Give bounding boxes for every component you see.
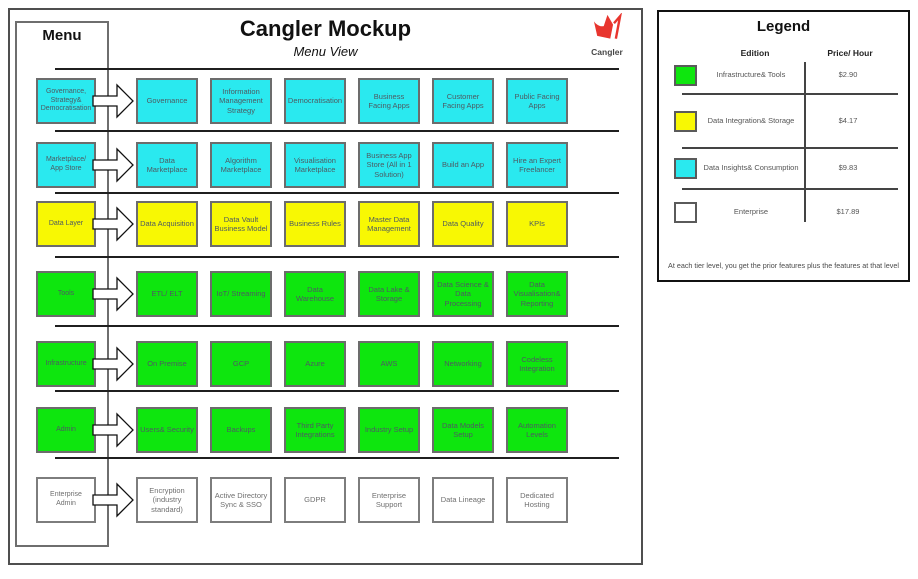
legend-row-divider — [682, 147, 898, 149]
tile-enterprise-admin-1[interactable]: Active Directory Sync & SSO — [210, 477, 272, 523]
row-divider — [55, 390, 619, 392]
tile-infrastructure-0[interactable]: On Premise — [136, 341, 198, 387]
legend-price-value: $4.17 — [838, 115, 858, 125]
crown-icon — [590, 12, 624, 45]
flow-arrow — [92, 276, 134, 312]
tile-governance-strategy-democratisation-3[interactable]: Business Facing Apps — [358, 78, 420, 124]
row-divider — [55, 192, 619, 194]
row-divider — [55, 130, 619, 132]
legend-row-divider — [682, 188, 898, 190]
row-divider — [55, 256, 619, 258]
tile-data-layer-2[interactable]: Business Rules — [284, 201, 346, 247]
tile-enterprise-admin-2[interactable]: GDPR — [284, 477, 346, 523]
tile-data-layer-4[interactable]: Data Quality — [432, 201, 494, 247]
legend-note: At each tier level, you get the prior fe… — [668, 261, 899, 270]
tile-governance-strategy-democratisation-2[interactable]: Democratisation — [284, 78, 346, 124]
legend-swatch-cyan — [674, 158, 697, 179]
flow-arrow — [92, 346, 134, 382]
tile-marketplace-app-store-3[interactable]: Business App Store (All in 1 Solution) — [358, 142, 420, 188]
legend-price-value: $2.90 — [838, 70, 858, 80]
legend-column-divider — [804, 62, 806, 222]
row-divider — [55, 68, 619, 70]
tile-infrastructure-3[interactable]: AWS — [358, 341, 420, 387]
source-tools[interactable]: Tools — [36, 271, 96, 317]
source-admin[interactable]: Admin — [36, 407, 96, 453]
tile-admin-4[interactable]: Data Models Setup — [432, 407, 494, 453]
legend-edition-label: Infrastructure& Tools — [716, 70, 786, 80]
tile-tools-1[interactable]: IoT/ Streaming — [210, 271, 272, 317]
source-enterprise-admin[interactable]: Enterprise Admin — [36, 477, 96, 523]
tile-tools-5[interactable]: Data Visualisation& Reporting — [506, 271, 568, 317]
tile-enterprise-admin-4[interactable]: Data Lineage — [432, 477, 494, 523]
source-data-layer[interactable]: Data Layer — [36, 201, 96, 247]
tile-marketplace-app-store-5[interactable]: Hire an Expert Freelancer — [506, 142, 568, 188]
tile-admin-3[interactable]: Industry Setup — [358, 407, 420, 453]
legend-swatch-green — [674, 65, 697, 86]
flow-arrow — [92, 482, 134, 518]
flow-arrow — [92, 206, 134, 242]
legend-swatch-white — [674, 202, 697, 223]
source-governance-strategy-democratisation[interactable]: Governance, Strategy& Democratisation — [36, 78, 96, 124]
tile-data-layer-1[interactable]: Data Vault Business Model — [210, 201, 272, 247]
tile-marketplace-app-store-0[interactable]: Data Marketplace — [136, 142, 198, 188]
row-divider — [55, 325, 619, 327]
tile-enterprise-admin-5[interactable]: Dedicated Hosting — [506, 477, 568, 523]
tile-infrastructure-1[interactable]: GCP — [210, 341, 272, 387]
tile-enterprise-admin-3[interactable]: Enterprise Support — [358, 477, 420, 523]
source-marketplace-app-store[interactable]: Marketplace/ App Store — [36, 142, 96, 188]
tile-infrastructure-4[interactable]: Networking — [432, 341, 494, 387]
tile-infrastructure-2[interactable]: Azure — [284, 341, 346, 387]
tile-admin-0[interactable]: Users& Security — [136, 407, 198, 453]
page-title: Cangler Mockup — [239, 16, 412, 41]
legend-price-value: $9.83 — [838, 163, 858, 173]
legend-panel — [657, 10, 910, 282]
legend-title: Legend — [756, 18, 811, 35]
flow-arrow — [92, 412, 134, 448]
tile-enterprise-admin-0[interactable]: Encryption (industry standard) — [136, 477, 198, 523]
tile-data-layer-0[interactable]: Data Acquisition — [136, 201, 198, 247]
tile-governance-strategy-democratisation-5[interactable]: Public Facing Apps — [506, 78, 568, 124]
tile-governance-strategy-democratisation-4[interactable]: Customer Facing Apps — [432, 78, 494, 124]
flow-arrow — [92, 147, 134, 183]
legend-price-value: $17.89 — [836, 207, 860, 217]
cangler-logo: Cangler — [584, 12, 630, 57]
tile-tools-0[interactable]: ETL/ ELT — [136, 271, 198, 317]
tile-marketplace-app-store-2[interactable]: Visualisation Marketplace — [284, 142, 346, 188]
flow-arrow — [92, 83, 134, 119]
legend-row-divider — [682, 93, 898, 95]
legend-edition-label: Data Insights& Consumption — [703, 163, 799, 173]
tile-tools-3[interactable]: Data Lake & Storage — [358, 271, 420, 317]
tile-admin-2[interactable]: Third Party Integrations — [284, 407, 346, 453]
logo-label: Cangler — [591, 47, 623, 57]
legend-edition-label: Data Integration& Storage — [707, 115, 795, 125]
source-infrastructure[interactable]: Infrastructure — [36, 341, 96, 387]
tile-data-layer-5[interactable]: KPIs — [506, 201, 568, 247]
legend-edition-label: Enterprise — [733, 207, 769, 217]
menu-label: Menu — [42, 27, 82, 44]
tile-data-layer-3[interactable]: Master Data Management — [358, 201, 420, 247]
page-subtitle: Menu View — [293, 44, 358, 59]
legend-edition-header: Edition — [740, 48, 770, 58]
tile-marketplace-app-store-1[interactable]: Algorithm Marketplace — [210, 142, 272, 188]
legend-price-header: Price/ Hour — [827, 48, 873, 58]
tile-admin-1[interactable]: Backups — [210, 407, 272, 453]
tile-marketplace-app-store-4[interactable]: Build an App — [432, 142, 494, 188]
tile-admin-5[interactable]: Automation Levels — [506, 407, 568, 453]
tile-tools-2[interactable]: Data Warehouse — [284, 271, 346, 317]
row-divider — [55, 457, 619, 459]
tile-governance-strategy-democratisation-1[interactable]: Information Management Strategy — [210, 78, 272, 124]
tile-infrastructure-5[interactable]: Codeless Integration — [506, 341, 568, 387]
tile-governance-strategy-democratisation-0[interactable]: Governance — [136, 78, 198, 124]
tile-tools-4[interactable]: Data Science & Data Processing — [432, 271, 494, 317]
legend-swatch-yellow — [674, 111, 697, 132]
